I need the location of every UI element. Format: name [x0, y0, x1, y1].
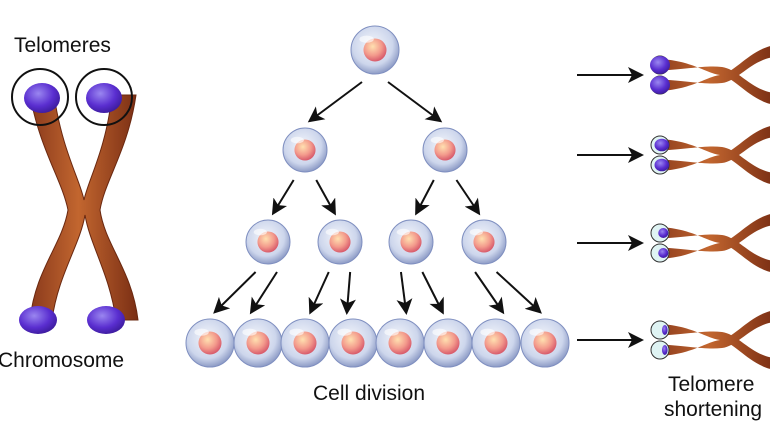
telomere-cap — [654, 138, 670, 152]
telomere-top-left — [24, 83, 60, 113]
cell-gen2-1 — [282, 127, 328, 173]
cell-gen4-8 — [520, 318, 570, 368]
division-arrow — [495, 271, 542, 314]
division-arrow — [387, 81, 443, 123]
division-arrow — [249, 271, 278, 315]
telomere-shortening-stack — [577, 46, 770, 369]
cell-gen4-1 — [185, 318, 235, 368]
cell-gen4-6 — [423, 318, 473, 368]
cell-gen1-1 — [350, 25, 400, 75]
division-arrow — [307, 81, 363, 123]
cell-gen4-4 — [328, 318, 378, 368]
telomere-bottom-right — [87, 306, 125, 334]
telomeres-label: Telomeres — [14, 34, 111, 57]
division-arrow — [339, 271, 356, 315]
cell-gen3-1 — [245, 219, 291, 265]
telomere-highlight-circle-right — [75, 68, 133, 126]
telomere-cap — [662, 325, 668, 335]
division-arrow — [396, 271, 413, 315]
telomere-cap — [650, 76, 670, 94]
telomere-cap — [658, 248, 669, 258]
telomere-shortening-label-line2: shortening — [664, 398, 763, 421]
division-arrow — [271, 179, 295, 216]
short-chromosome-3 — [650, 214, 770, 272]
cell-gen2-2 — [422, 127, 468, 173]
cell-division-tree — [185, 25, 570, 368]
short-chromosome-2 — [650, 126, 770, 184]
division-arrow — [474, 271, 505, 315]
cell-gen4-7 — [471, 318, 521, 368]
telomere-cap — [654, 158, 670, 172]
cell-gen3-4 — [461, 219, 507, 265]
division-arrow — [455, 179, 481, 216]
chromosome-label: Chromosome — [0, 349, 125, 372]
telomere-top-right — [86, 83, 122, 113]
cell-division-label: Cell division — [313, 382, 426, 405]
chromosome-illustration — [11, 68, 139, 334]
telomere-highlight-circle-left — [11, 68, 69, 126]
division-arrow — [315, 179, 336, 216]
division-arrow — [308, 271, 330, 315]
telomere-cap — [662, 345, 668, 355]
division-arrow — [415, 179, 435, 216]
cell-gen3-2 — [317, 219, 363, 265]
telomere-cap — [650, 56, 670, 74]
short-chromosome-1 — [650, 46, 770, 104]
cell-gen4-3 — [280, 318, 330, 368]
telomere-cap — [658, 228, 669, 238]
short-chromosome-4 — [650, 311, 770, 369]
cell-gen4-2 — [233, 318, 283, 368]
telomere-shortening-label-line1: Telomere — [668, 373, 755, 396]
telomere-bottom-left — [19, 306, 57, 334]
cell-gen4-5 — [375, 318, 425, 368]
division-arrow — [213, 271, 257, 314]
division-arrow — [421, 271, 444, 315]
cell-gen3-3 — [388, 219, 434, 265]
